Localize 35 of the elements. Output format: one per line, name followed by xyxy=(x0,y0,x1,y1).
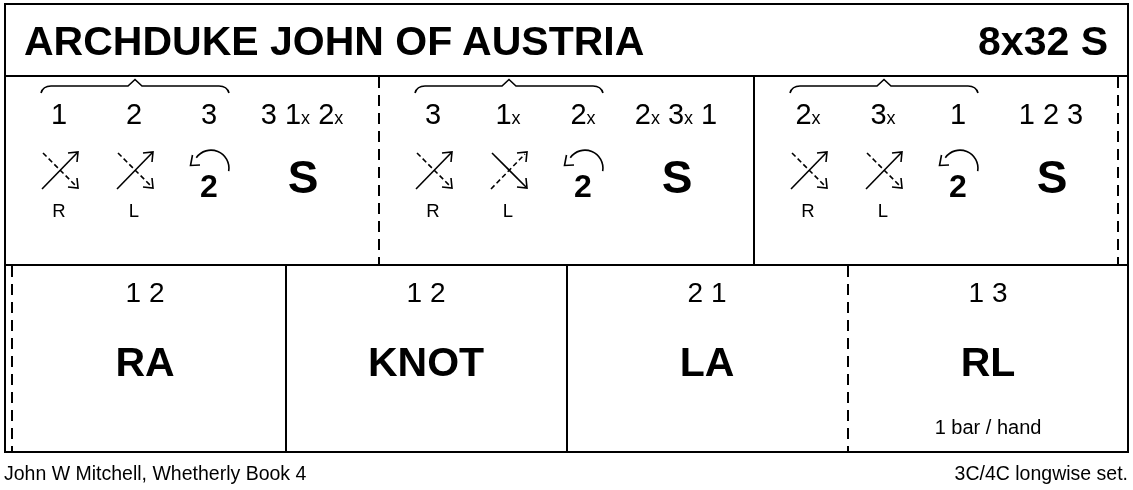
hand-letter: L xyxy=(128,200,140,222)
figure-abbreviation: LA xyxy=(679,339,735,387)
bold-numeral: 2 xyxy=(574,167,592,205)
note-text: 1 bar / hand xyxy=(934,415,1042,439)
position-number: 3 xyxy=(424,98,442,132)
position-numbers: 1 2 xyxy=(125,276,165,310)
figure-abbreviation: RA xyxy=(115,339,175,387)
figure-abbreviation: S xyxy=(1036,150,1068,204)
figure-abbreviation: RL xyxy=(960,339,1016,387)
figure-abbreviation: S xyxy=(661,150,693,204)
hand-letter: R xyxy=(426,200,440,222)
position-numbers: 1 3 xyxy=(968,276,1008,310)
source-credit: John W Mitchell, Whetherly Book 4 xyxy=(4,461,307,485)
position-number: 1 xyxy=(949,98,967,132)
position-numbers: 2 1 xyxy=(687,276,727,310)
set-formation: 3C/4C longwise set. xyxy=(954,461,1128,485)
figure-panel xyxy=(4,264,287,453)
hand-letter: R xyxy=(52,200,66,222)
dance-format: 8x32 S xyxy=(978,18,1108,66)
position-numbers: 1 2 xyxy=(406,276,446,310)
hand-letter: L xyxy=(502,200,514,222)
figure-panel xyxy=(847,264,1129,453)
position-number: 2 xyxy=(125,98,143,132)
figure-panel xyxy=(4,75,380,266)
position-number: 3 xyxy=(200,98,218,132)
bold-numeral: 2 xyxy=(949,167,967,205)
position-number: 1 xyxy=(50,98,68,132)
figure-panel xyxy=(566,264,849,453)
figure-abbreviation: S xyxy=(287,150,319,204)
position-numbers: 1 2 3 xyxy=(1018,98,1084,132)
dance-title: ARCHDUKE JOHN OF AUSTRIA xyxy=(24,18,645,66)
hand-letter: L xyxy=(877,200,889,222)
figure-abbreviation: KNOT xyxy=(367,339,485,387)
bold-numeral: 2 xyxy=(200,167,218,205)
hand-letter: R xyxy=(801,200,815,222)
